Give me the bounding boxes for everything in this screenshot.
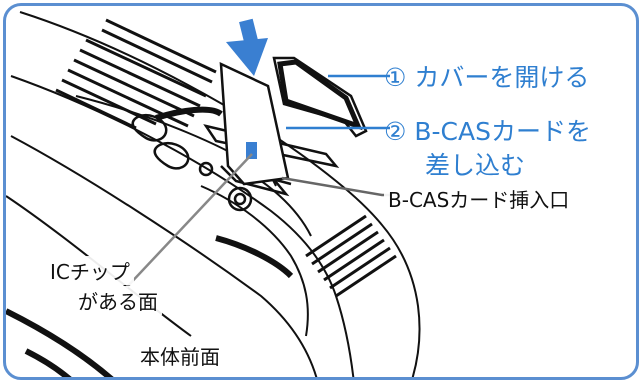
label-step1-open-cover: ① カバーを開ける	[384, 63, 590, 92]
label-ic-chip-line2: がある面	[74, 286, 162, 315]
vent-hatching-bottom	[305, 214, 397, 298]
figure-frame: ① カバーを開ける ② B-CASカードを 差し込む B-CASカード挿入口 I…	[3, 3, 639, 380]
label-step2-insert-card-line2: 差し込む	[425, 151, 526, 180]
slot-cover	[272, 56, 368, 138]
label-card-slot: B-CASカード挿入口	[384, 184, 574, 213]
label-step2-insert-card: ② B-CASカードを	[384, 117, 591, 146]
b-cas-card	[219, 61, 290, 186]
insert-arrow-icon	[226, 18, 268, 76]
label-device-front: 本体前面	[136, 341, 224, 370]
ic-chip-marker	[246, 142, 257, 159]
device-illustration	[6, 11, 421, 377]
device-buttons	[131, 113, 253, 212]
leader-line-chip	[125, 153, 253, 289]
label-ic-chip: ICチップ	[46, 256, 134, 285]
